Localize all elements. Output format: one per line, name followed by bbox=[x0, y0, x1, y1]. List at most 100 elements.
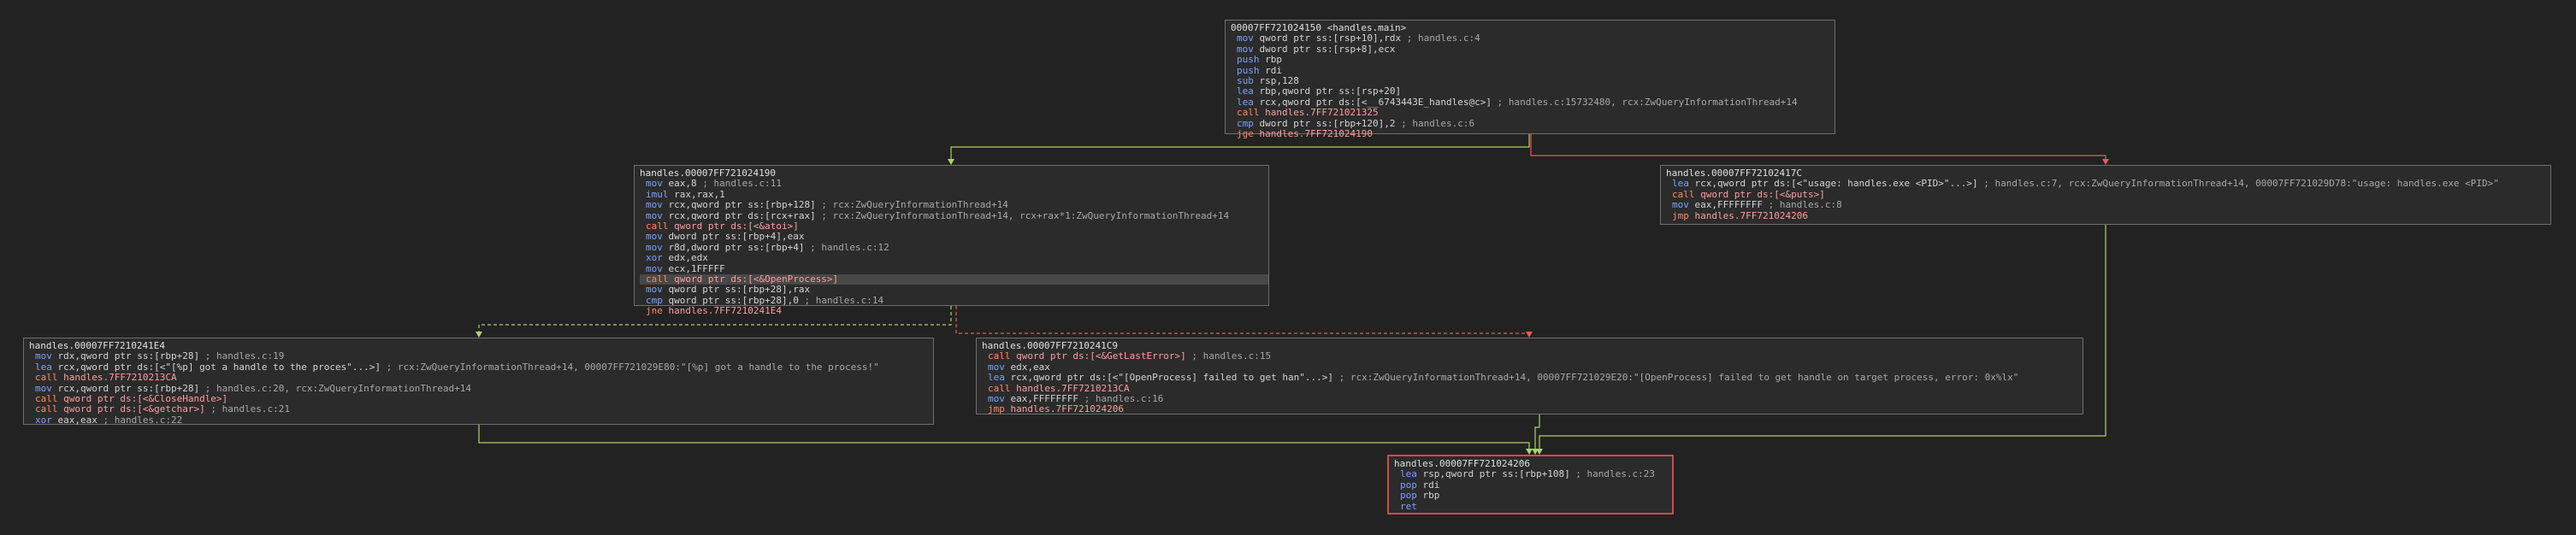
block-417c[interactable]: handles.00007FF72102417C lea rcx,qword p… bbox=[1660, 165, 2551, 225]
instruction-line[interactable]: call qword ptr ds:[<&puts>] bbox=[1666, 188, 2546, 200]
mnemonic: jmp bbox=[1672, 209, 1689, 221]
operands: rax,rax,1 bbox=[674, 188, 725, 200]
instruction-line[interactable]: imul rax,rax,1 bbox=[640, 188, 1264, 200]
instruction-line[interactable]: jge handles.7FF721024190 bbox=[1231, 128, 1830, 139]
operands: qword ptr ds:[<&GetLastError>] bbox=[1016, 350, 1186, 362]
edge-n_4190-n_41e4 bbox=[478, 306, 952, 332]
edge-arrow bbox=[1526, 449, 1533, 455]
instruction-line[interactable]: call handles.7FF7210213CA bbox=[29, 373, 929, 383]
instruction-line[interactable]: mov eax,FFFFFFFF ; handles.c:16 bbox=[982, 393, 2078, 405]
instruction-line[interactable]: lea rsp,qword ptr ss:[rbp+108] ; handles… bbox=[1394, 469, 1668, 479]
instruction-line[interactable]: cmp dword ptr ss:[rbp+120],2 ; handles.c… bbox=[1231, 118, 1830, 129]
instruction-line[interactable]: pop rdi bbox=[1394, 479, 1668, 491]
instruction-line[interactable]: xor eax,eax ; handles.c:22 bbox=[29, 414, 929, 426]
mnemonic: sub bbox=[1237, 75, 1254, 87]
edge-arrow bbox=[948, 159, 954, 165]
operands: qword ptr ds:[<&puts>] bbox=[1700, 188, 1825, 200]
mnemonic: mov bbox=[988, 361, 1005, 373]
mnemonic: mov bbox=[646, 262, 663, 274]
block-title: 00007FF721024150 <handles.main> bbox=[1231, 22, 1407, 33]
mnemonic: mov bbox=[988, 393, 1005, 405]
instruction-line[interactable]: call handles.7FF721021325 bbox=[1231, 108, 1830, 118]
mnemonic: xor bbox=[646, 252, 663, 264]
block-41e4[interactable]: handles.00007FF7210241E4 mov rdx,qword p… bbox=[23, 338, 934, 426]
block-41c9[interactable]: handles.00007FF7210241C9 call qword ptr … bbox=[976, 338, 2083, 414]
instruction-line[interactable]: ret bbox=[1394, 500, 1668, 512]
instruction-line[interactable]: call qword ptr ds:[<&GetLastError>] ; ha… bbox=[982, 351, 2078, 362]
instruction-line[interactable]: push rbp bbox=[1231, 55, 1830, 65]
instruction-line[interactable]: jmp handles.7FF721024206 bbox=[1666, 209, 2546, 221]
operands: edx,eax bbox=[1010, 361, 1050, 373]
mnemonic: lea bbox=[1400, 468, 1417, 480]
instruction-line[interactable]: lea rcx,qword ptr ds:[<"[OpenProcess] fa… bbox=[982, 373, 2078, 383]
comment: ; handles.c:12 bbox=[804, 241, 889, 253]
comment: ; handles.c:23 bbox=[1569, 468, 1656, 480]
instruction-line[interactable]: push rdi bbox=[1231, 64, 1830, 76]
mnemonic: push bbox=[1237, 64, 1260, 76]
instruction-line[interactable]: call handles.7FF7210213CA bbox=[982, 382, 2078, 394]
instruction-line[interactable]: mov dword ptr ss:[rsp+8],ecx bbox=[1231, 44, 1830, 55]
comment: ; handles.c:19 bbox=[199, 350, 285, 362]
instruction-line[interactable]: mov rcx,qword ptr ss:[rbp+128] ; rcx:ZwQ… bbox=[640, 200, 1264, 210]
operands: handles.7FF7210213CA bbox=[1016, 382, 1130, 394]
instruction-line[interactable]: pop rbp bbox=[1394, 491, 1668, 501]
operands: handles.7FF7210213CA bbox=[63, 372, 177, 384]
instruction-line[interactable]: mov qword ptr ss:[rsp+10],rdx ; handles.… bbox=[1231, 33, 1830, 44]
instruction-line[interactable]: xor edx,edx bbox=[640, 253, 1264, 263]
instruction-line[interactable]: lea rcx,qword ptr ds:[<"usage: handles.e… bbox=[1666, 179, 2546, 189]
mnemonic: cmp bbox=[646, 294, 663, 306]
comment: ; rcx:ZwQueryInformationThread+14 bbox=[815, 199, 1008, 211]
block-4190[interactable]: handles.00007FF721024190 mov eax,8 ; han… bbox=[634, 165, 1269, 316]
block-main[interactable]: 00007FF721024150 <handles.main> mov qwor… bbox=[1225, 20, 1835, 139]
comment: ; handles.c:7, rcx:ZwQueryInformationThr… bbox=[1977, 178, 2499, 190]
instruction-line[interactable]: cmp qword ptr ss:[rbp+28],0 ; handles.c:… bbox=[640, 294, 1264, 306]
instruction-line[interactable]: mov qword ptr ss:[rbp+28],rax bbox=[640, 285, 1264, 295]
instruction-line[interactable]: call qword ptr ds:[<&getchar>] ; handles… bbox=[29, 404, 929, 414]
instruction-line[interactable]: mov r8d,dword ptr ss:[rbp+4] ; handles.c… bbox=[640, 241, 1264, 253]
operands: handles.7FF721024206 bbox=[1694, 209, 1808, 221]
instruction-line[interactable]: call qword ptr ds:[<&atoi>] bbox=[640, 220, 1264, 232]
instruction-line[interactable]: jne handles.7FF7210241E4 bbox=[640, 306, 1264, 316]
instruction-line[interactable]: sub rsp,128 bbox=[1231, 75, 1830, 87]
comment: ; handles.c:8 bbox=[1762, 199, 1842, 211]
instruction-line[interactable]: jmp handles.7FF721024206 bbox=[982, 404, 2078, 414]
instruction-line[interactable]: mov dword ptr ss:[rbp+4],eax bbox=[640, 232, 1264, 242]
edge-n_main-n_417c bbox=[1530, 134, 2106, 160]
instruction-line[interactable]: call qword ptr ds:[<&OpenProcess>] bbox=[640, 273, 1268, 285]
operands: qword ptr ss:[rsp+10],rdx bbox=[1259, 32, 1402, 44]
mnemonic: push bbox=[1237, 54, 1260, 66]
mnemonic: ret bbox=[1400, 500, 1417, 512]
mnemonic: mov bbox=[646, 284, 663, 296]
instruction-line[interactable]: mov eax,FFFFFFFF ; handles.c:8 bbox=[1666, 200, 2546, 210]
instruction-line[interactable]: mov edx,eax bbox=[982, 362, 2078, 373]
mnemonic: call bbox=[1237, 107, 1260, 119]
instruction-line[interactable]: mov rdx,qword ptr ss:[rbp+28] ; handles.… bbox=[29, 351, 929, 362]
block-4206-exit[interactable]: handles.00007FF721024206 lea rsp,qword p… bbox=[1387, 455, 1674, 514]
operands: eax,eax bbox=[57, 414, 97, 426]
instruction-line[interactable]: mov ecx,1FFFFF bbox=[640, 262, 1264, 274]
edge-arrow bbox=[1532, 449, 1539, 455]
edge-arrow bbox=[476, 332, 482, 338]
instruction-line[interactable]: call qword ptr ds:[<&CloseHandle>] bbox=[29, 393, 929, 404]
instruction-line[interactable]: mov rcx,qword ptr ds:[rcx+rax] ; rcx:ZwQ… bbox=[640, 210, 1264, 221]
operands: rsp,qword ptr ss:[rbp+108] bbox=[1422, 468, 1570, 480]
block-title: handles.00007FF721024190 bbox=[640, 168, 776, 179]
mnemonic: lea bbox=[988, 372, 1005, 384]
mnemonic: mov bbox=[35, 350, 52, 362]
comment: ; rcx:ZwQueryInformationThread+14, 00007… bbox=[1333, 372, 2019, 384]
block-title: handles.00007FF7210241C9 bbox=[982, 340, 1118, 351]
instruction-line[interactable]: lea rbp,qword ptr ss:[rsp+20] bbox=[1231, 86, 1830, 97]
mnemonic: call bbox=[35, 403, 58, 415]
block-title: handles.00007FF721024206 bbox=[1394, 458, 1530, 469]
operands: rbp bbox=[1422, 490, 1440, 502]
instruction-line[interactable]: mov eax,8 ; handles.c:11 bbox=[640, 179, 1264, 189]
instruction-line[interactable]: lea rcx,qword ptr ds:[<__6743443E_handle… bbox=[1231, 97, 1830, 108]
mnemonic: call bbox=[988, 350, 1011, 362]
mnemonic: mov bbox=[35, 382, 52, 394]
instruction-line[interactable]: lea rcx,qword ptr ds:[<"[%p] got a handl… bbox=[29, 362, 929, 373]
edge-arrow bbox=[1526, 332, 1533, 338]
edge-n_41c9-n_4206 bbox=[1534, 414, 1540, 450]
instruction-line[interactable]: mov rcx,qword ptr ss:[rbp+28] ; handles.… bbox=[29, 382, 929, 394]
